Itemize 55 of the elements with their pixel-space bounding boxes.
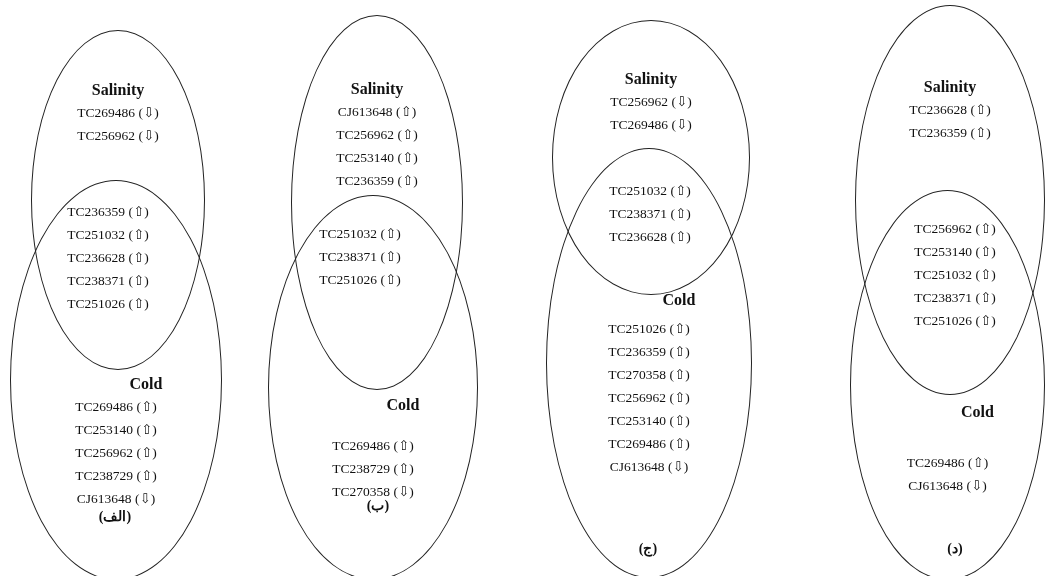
panel-label: (ج) xyxy=(638,540,658,559)
gene-label: CJ613648 (⇩) xyxy=(609,458,689,476)
set-title: Salinity xyxy=(350,79,404,100)
gene-label: TC238371 (⇧) xyxy=(914,289,996,307)
gene-label: TC238729 (⇧) xyxy=(75,467,157,485)
gene-label: TC251032 (⇧) xyxy=(609,182,691,200)
gene-label: TC256962 (⇩) xyxy=(77,127,159,145)
gene-label: TC269486 (⇩) xyxy=(77,104,159,122)
gene-label: CJ613648 (⇩) xyxy=(908,477,987,495)
gene-label: TC256962 (⇧) xyxy=(336,126,418,144)
gene-label: CJ613648 (⇩) xyxy=(76,490,156,508)
gene-label: TC251026 (⇧) xyxy=(608,320,690,338)
set-title: Salinity xyxy=(91,80,145,101)
set-title: Cold xyxy=(386,395,420,415)
panel-label: (الف) xyxy=(98,508,132,526)
gene-label: TC236359 (⇧) xyxy=(608,343,690,361)
set-title: Cold xyxy=(662,290,696,310)
gene-label: TC251032 (⇧) xyxy=(914,266,996,284)
gene-label: TC253140 (⇧) xyxy=(914,243,996,261)
gene-label: TC238371 (⇧) xyxy=(609,205,691,223)
set-title: Cold xyxy=(129,374,163,394)
gene-label: TC236359 (⇧) xyxy=(909,124,991,142)
gene-label: TC269486 (⇧) xyxy=(906,454,989,472)
gene-label: TC253140 (⇧) xyxy=(336,149,418,167)
gene-label: TC253140 (⇧) xyxy=(608,412,690,430)
gene-label: TC238729 (⇧) xyxy=(332,460,414,478)
gene-label: TC256962 (⇧) xyxy=(75,444,157,462)
gene-label: TC269486 (⇧) xyxy=(332,437,414,455)
panel-label: (د) xyxy=(947,540,963,558)
gene-label: TC251026 (⇧) xyxy=(67,295,149,313)
gene-label: TC251032 (⇧) xyxy=(319,225,401,243)
gene-label: TC269486 (⇩) xyxy=(610,116,692,134)
gene-label: TC236359 (⇧) xyxy=(67,203,149,221)
set-title: Salinity xyxy=(624,69,678,90)
set-title: Cold xyxy=(961,402,994,422)
gene-label: TC256962 (⇩) xyxy=(610,93,692,111)
gene-label: TC256962 (⇧) xyxy=(914,220,996,238)
gene-label: TC238371 (⇧) xyxy=(319,248,401,266)
gene-label: TC238371 (⇧) xyxy=(67,272,149,290)
gene-label: CJ613648 (⇧) xyxy=(337,103,417,121)
gene-label: TC269486 (⇧) xyxy=(75,398,157,416)
gene-label: TC251026 (⇧) xyxy=(914,312,996,330)
gene-label: TC253140 (⇧) xyxy=(75,421,157,439)
gene-label: TC236628 (⇧) xyxy=(909,101,991,119)
gene-label: TC269486 (⇧) xyxy=(608,435,690,453)
gene-label: TC236628 (⇧) xyxy=(609,228,691,246)
gene-label: TC251032 (⇧) xyxy=(67,226,149,244)
gene-label: TC270358 (⇧) xyxy=(608,366,690,384)
gene-label: TC236628 (⇧) xyxy=(67,249,149,267)
gene-label: TC251026 (⇧) xyxy=(319,271,401,289)
gene-label: TC270358 (⇩) xyxy=(332,483,414,500)
gene-label: TC236359 (⇧) xyxy=(336,172,418,190)
gene-label: TC256962 (⇧) xyxy=(608,389,690,407)
set-title: Salinity xyxy=(923,77,977,98)
panel-label: (ب) xyxy=(366,497,390,515)
